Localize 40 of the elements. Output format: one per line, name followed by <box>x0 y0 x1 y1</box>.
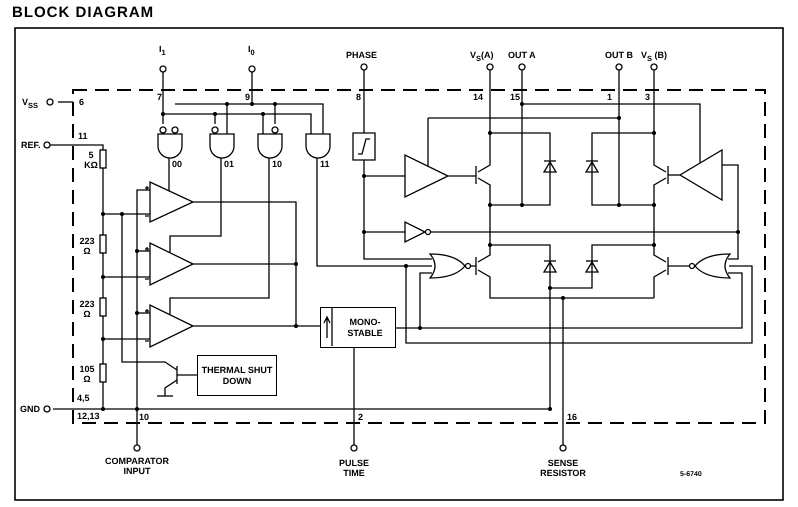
pin-label: V$_{S}$(A) <box>470 50 494 64</box>
function-block <box>197 355 277 396</box>
pin-label: PHASE <box>346 50 378 60</box>
pin-number: 3 <box>645 92 650 102</box>
resistor-value: 223 Ω <box>78 236 96 256</box>
pin-label: PULSE TIME <box>338 458 370 478</box>
block-label: MONO- STABLE <box>346 316 384 338</box>
block-label: THERMAL SHUT DOWN <box>200 364 274 386</box>
pin-number: 12,13 <box>77 411 100 421</box>
pin-label: V$_{SS}$ <box>22 97 38 111</box>
pin-label: GND <box>20 404 40 414</box>
gate-label: 00 <box>172 159 182 169</box>
gate-label: 01 <box>224 159 234 169</box>
pin-label: SENSE RESISTOR <box>539 458 587 478</box>
pin-number: 4,5 <box>77 393 90 403</box>
pin-label: COMPARATOR INPUT <box>104 456 170 476</box>
diagram-title: BLOCK DIAGRAM <box>12 4 154 22</box>
pin-label: REF. <box>21 140 41 150</box>
pin-number: 6 <box>79 97 84 107</box>
pin-label: OUT B <box>605 50 633 60</box>
pin-label: I$_{0}$ <box>248 44 255 58</box>
pin-number: 16 <box>567 412 578 422</box>
pin-number: 14 <box>473 92 484 102</box>
pin-number: 9 <box>245 92 250 102</box>
gate-label: 11 <box>320 159 330 169</box>
pin-number: 2 <box>358 412 364 422</box>
gate-label: 10 <box>272 159 282 169</box>
pin-number: 8 <box>356 92 362 102</box>
pin-label: I$_{1}$ <box>159 44 166 58</box>
monostable-block <box>320 307 396 348</box>
pin-label: V$_{S}$ (B) <box>641 50 668 64</box>
pin-number: 1 <box>607 92 612 102</box>
resistor-value: 105 Ω <box>78 364 96 384</box>
resistor-value: 223 Ω <box>78 299 96 319</box>
resistor-value: 5 KΩ <box>83 150 99 170</box>
pin-number: 15 <box>510 92 520 102</box>
pin-number: 11 <box>78 131 88 141</box>
pin-label: OUT A <box>508 50 536 60</box>
pin-number: 10 <box>139 412 150 422</box>
pin-number: 7 <box>157 92 162 102</box>
